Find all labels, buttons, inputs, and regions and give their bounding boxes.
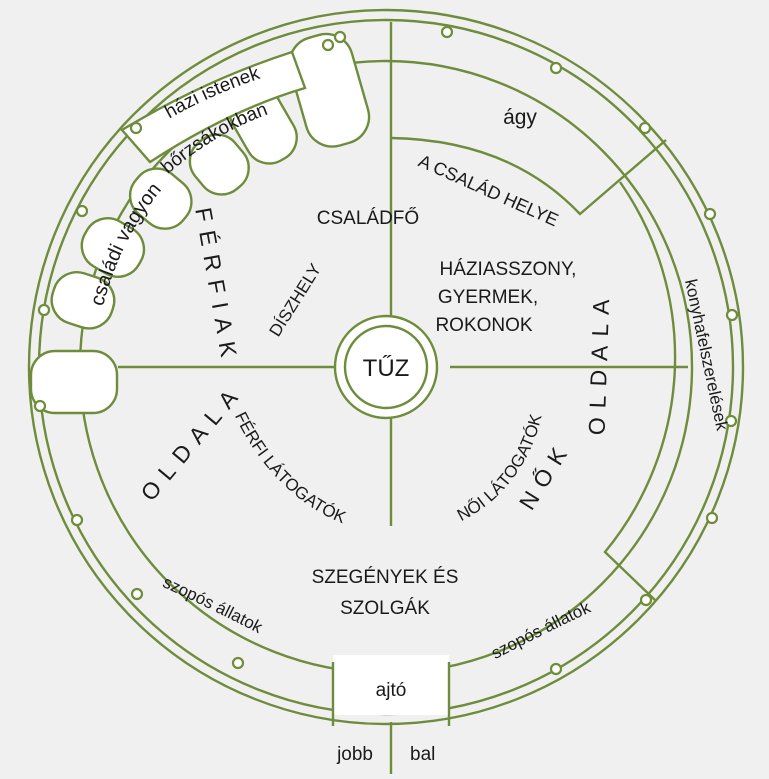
- young-animals-right-label: szopós állatok: [488, 598, 594, 663]
- left-word-label: bal: [410, 744, 435, 765]
- wall-post-dot: [707, 513, 717, 523]
- wall-post-dot: [442, 27, 452, 37]
- housewife-line-3: ROKONOK: [435, 315, 532, 336]
- family-head-label: CSALÁDFŐ: [317, 207, 419, 229]
- male-visitors-text: FÉRFI LÁTOGATÓK: [231, 409, 349, 528]
- wall-post-dot: [132, 589, 142, 599]
- wall-post-dot: [35, 401, 45, 411]
- door-label: ajtó: [376, 680, 407, 701]
- wall-post-dot: [641, 595, 651, 605]
- men-side-line-1: FÉRFIAK: [190, 206, 243, 368]
- women-side-line-2: OLDALA: [583, 290, 614, 436]
- young-animals-left-text: szopós állatok: [160, 573, 266, 638]
- poor-servants-line-1: SZEGÉNYEK ÉS: [312, 567, 459, 588]
- housewife-line-1: HÁZIASSZONY,: [440, 259, 577, 280]
- wall-post-dot: [39, 305, 49, 315]
- wall-post-dot: [705, 209, 715, 219]
- hearth-label: TŰZ: [363, 355, 410, 382]
- place-of-honor-label: DÍSZHELY: [266, 260, 326, 340]
- right-word-label: jobb: [336, 744, 373, 765]
- male-visitors-label: FÉRFI LÁTOGATÓK: [231, 409, 349, 528]
- wall-post-dot: [131, 123, 141, 133]
- wall-post-dot: [72, 515, 82, 525]
- wall-post-dot: [233, 658, 243, 668]
- family-place-label: A CSALÁD HELYE: [416, 151, 562, 231]
- wall-post-dot: [335, 32, 345, 42]
- poor-servants-line-2: SZOLGÁK: [340, 598, 430, 619]
- bed-label: ágy: [503, 106, 537, 129]
- young-animals-left-label: szopós állatok: [160, 573, 266, 638]
- wall-post-dot: [323, 40, 333, 50]
- wall-post-dot: [727, 310, 737, 320]
- wall-post-dot: [551, 63, 561, 73]
- wall-post-dot: [640, 123, 650, 133]
- young-animals-right-text: szopós állatok: [488, 598, 594, 663]
- wall-post-dot: [77, 206, 87, 216]
- wall-post-dot: [551, 664, 561, 674]
- housewife-line-2: GYERMEK,: [438, 287, 538, 308]
- men-side-line-2: OLDALA: [135, 378, 248, 506]
